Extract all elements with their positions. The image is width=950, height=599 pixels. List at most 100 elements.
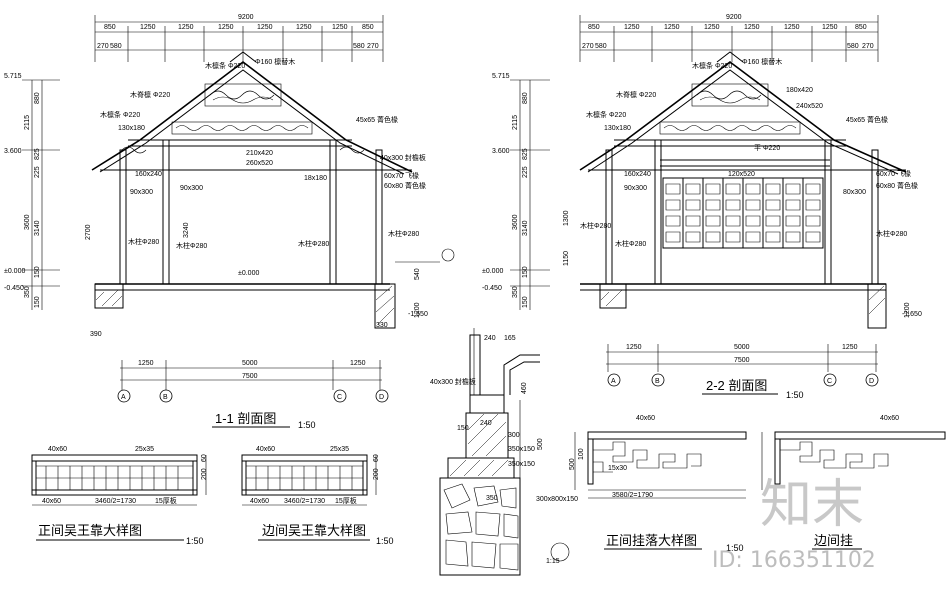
dim: 390 [90,331,102,338]
label: 180x420 [786,87,813,94]
dim: 850 [588,24,600,31]
label: 25x35 [330,446,349,453]
dim: 200 [373,468,380,480]
label: 平 Φ220 [754,144,780,152]
level: 5.715 [4,73,22,80]
axis-label: D [379,394,384,401]
dim: 580 [353,43,365,50]
detail-title: 边间挂 [814,533,853,548]
dim: 7500 [242,373,258,380]
axis-label: C [337,394,342,401]
dim: 1250 [350,360,366,367]
detail-wu-main: 40x60 25x35 40x60 3460/2=1730 15厚板 60 20… [31,446,208,546]
level: ±0.000 [482,268,503,275]
level: -0.450 [482,285,502,292]
detail-title: 边间吴王靠大样图 [262,523,366,538]
dim: 880 [34,92,41,104]
label: 木檩条 Φ220 [692,61,732,70]
dim: 3140 [522,220,529,236]
dim: 1250 [784,24,800,31]
axis-label: D [869,378,874,385]
level: -1.650 [902,311,922,318]
label: 40x60 [42,498,61,505]
label: 130x180 [604,125,631,132]
level: 5.715 [492,73,510,80]
detail-scale: 1:50 [376,536,394,546]
dim: 880 [522,92,529,104]
dim: 1250 [704,24,720,31]
dim: 825 [34,148,41,160]
dim: 100 [578,448,585,460]
label: 90x300 [624,185,647,192]
dim: 850 [104,24,116,31]
dim: 3240 [183,222,190,238]
label: 40x300 封檐板 [380,153,426,162]
label: 40x60 [48,446,67,453]
dim: 1250 [257,24,273,31]
dim: 1250 [822,24,838,31]
label: 240x520 [796,103,823,110]
dim: 150 [522,266,529,278]
label: 60x80 菁色椽 [876,181,918,190]
label: 120x520 [728,171,755,178]
detail-wall: 240 165 40x300 封檐板 460 500 150 240 300 3… [430,328,578,576]
label: 160x240 [135,171,162,178]
dim: 1200 [414,302,421,318]
level: ±0.000 [4,268,25,275]
dim: 1150 [563,251,570,266]
level: 3.600 [4,148,22,155]
label: 40x60 [256,446,275,453]
dim: 1250 [332,24,348,31]
dim: 350 [486,495,498,502]
detail-wu-side: 40x60 25x35 40x60 3460/2=1730 15厚板 60 20… [241,446,394,546]
dim: 1250 [296,24,312,31]
section-scale: 1:50 [786,390,804,400]
label: Φ160 檩替木 [742,57,782,66]
label: 3580/2=1790 [612,492,653,499]
dim: 350 [512,286,519,298]
lattice-doors [662,177,824,249]
label: 18x180 [304,175,327,182]
label: 90x300 [130,189,153,196]
dim: 460 [521,382,528,394]
dim: 5000 [734,344,750,351]
label: 木柱Φ280 [388,229,419,238]
label: 80x300 [843,189,866,196]
dim: 500 [569,458,576,470]
dim: 1250 [138,360,154,367]
dim-total: 9200 [238,14,254,21]
detail-gua-side: 40x60 边间挂 [761,415,946,550]
label: 40x300 封檐板 [430,377,476,386]
dim: 1250 [140,24,156,31]
dim: 270 [582,43,594,50]
detail-title: 正间挂落大样图 [606,533,697,548]
dim: 1250 [218,24,234,31]
label: 3460/2=1730 [95,498,136,505]
label: 3460/2=1730 [284,498,325,505]
dim: 200 [201,468,208,480]
label: 25x35 [135,446,154,453]
label: 60x70 飞椽 [876,169,911,178]
dim: 300 [508,432,520,439]
dim: 825 [522,148,529,160]
detail-scale: 1:50 [186,536,204,546]
axis-label: B [655,378,660,385]
label: 40x60 [636,415,655,422]
axis-label: C [827,378,832,385]
label: 木檩条 Φ220 [205,61,245,70]
axis-label: A [611,378,616,385]
detail-gua-main: 40x60 15x30 3580/2=1790 500 100 正间挂落大样图 … [569,415,747,553]
level: -1.650 [408,311,428,318]
label: 木柱Φ280 [176,241,207,250]
dim: 7500 [734,357,750,364]
section-title: 1-1 剖面图 [215,411,276,426]
label: 木檩条 Φ220 [100,110,140,119]
label: 木脊檩 Φ220 [616,90,656,99]
watermark-logo: 知末 [760,475,864,535]
label: 木柱Φ280 [298,239,329,248]
dim: 500 [537,438,544,450]
dim: 1250 [744,24,760,31]
label: 15厚板 [335,496,357,505]
dim: 240 [480,420,492,427]
